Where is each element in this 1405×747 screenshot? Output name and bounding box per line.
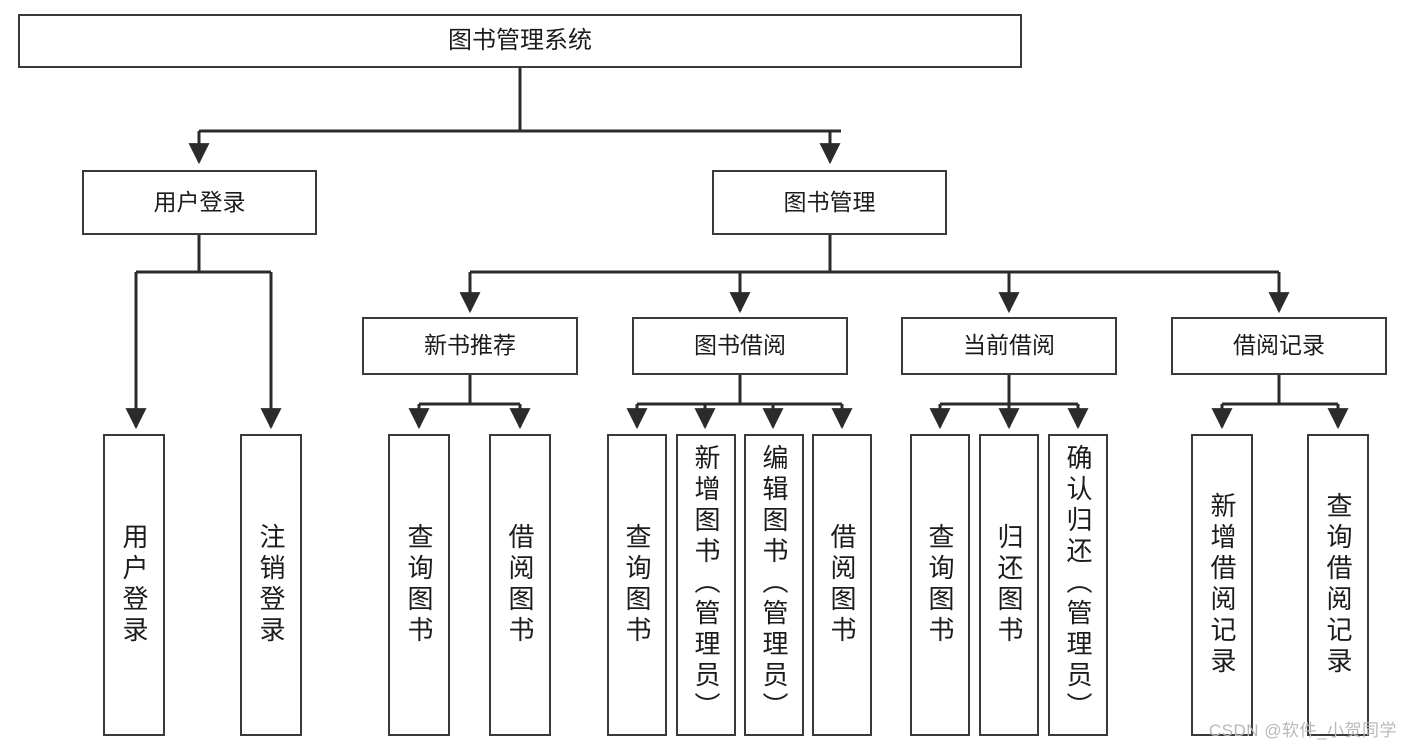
node-label: 查询借阅记录: [1323, 492, 1353, 678]
node-label: 借阅图书: [505, 523, 535, 647]
leaf-book-borrow-borrow[interactable]: 借阅图书: [812, 434, 872, 736]
leaf-book-borrow-query[interactable]: 查询图书: [607, 434, 667, 736]
leaf-new-book-borrow[interactable]: 借阅图书: [489, 434, 551, 736]
node-label: 注销登录: [256, 523, 286, 647]
node-borrow-record[interactable]: 借阅记录: [1171, 317, 1387, 375]
node-user-login[interactable]: 用户登录: [82, 170, 317, 235]
node-new-book-recommend[interactable]: 新书推荐: [362, 317, 578, 375]
node-label: 图书借阅: [694, 332, 786, 359]
node-label: 查询图书: [622, 523, 652, 647]
node-book-management[interactable]: 图书管理: [712, 170, 947, 235]
node-root-book-management-system[interactable]: 图书管理系统: [18, 14, 1022, 68]
node-book-borrow[interactable]: 图书借阅: [632, 317, 848, 375]
node-label: 归还图书: [994, 523, 1024, 647]
node-label: 当前借阅: [963, 332, 1055, 359]
leaf-book-borrow-edit[interactable]: 编辑图书（管理员）: [744, 434, 804, 736]
node-label: 用户登录: [119, 523, 149, 647]
node-label: 查询图书: [404, 523, 434, 647]
watermark: CSDN @软件_小贺同学: [1208, 721, 1397, 740]
leaf-borrow-record-query[interactable]: 查询借阅记录: [1307, 434, 1369, 736]
node-label: 新增借阅记录: [1207, 492, 1237, 678]
leaf-current-borrow-query[interactable]: 查询图书: [910, 434, 970, 736]
node-label: 确认归还（管理员）: [1063, 444, 1093, 723]
node-label: 新增图书（管理员）: [691, 444, 721, 723]
node-label: 新书推荐: [424, 332, 516, 359]
leaf-user-login-login[interactable]: 用户登录: [103, 434, 165, 736]
node-label: 编辑图书（管理员）: [759, 444, 789, 723]
leaf-current-borrow-confirm-return[interactable]: 确认归还（管理员）: [1048, 434, 1108, 736]
node-current-borrow[interactable]: 当前借阅: [901, 317, 1117, 375]
leaf-borrow-record-add[interactable]: 新增借阅记录: [1191, 434, 1253, 736]
leaf-book-borrow-add[interactable]: 新增图书（管理员）: [676, 434, 736, 736]
node-label: 图书管理: [783, 188, 876, 215]
leaf-current-borrow-return[interactable]: 归还图书: [979, 434, 1039, 736]
leaf-user-login-logout[interactable]: 注销登录: [240, 434, 302, 736]
leaf-new-book-query[interactable]: 查询图书: [388, 434, 450, 736]
node-label: 图书管理系统: [448, 26, 592, 54]
node-label: 用户登录: [153, 188, 246, 215]
node-label: 查询图书: [925, 523, 955, 647]
node-label: 借阅图书: [827, 523, 857, 647]
node-label: 借阅记录: [1233, 332, 1325, 359]
